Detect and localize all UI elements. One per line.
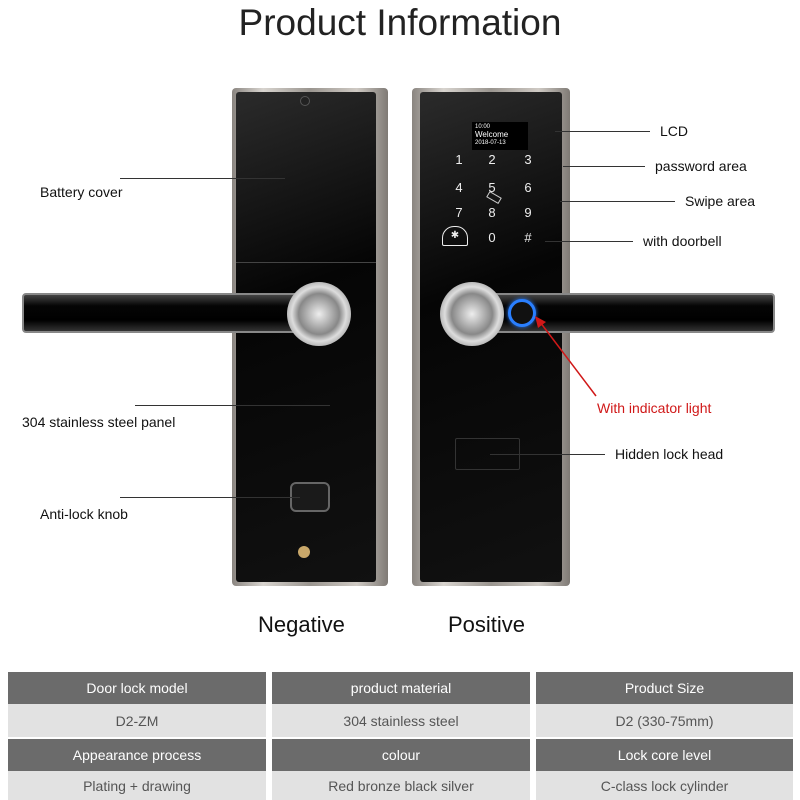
key-hash[interactable]: # xyxy=(524,230,532,245)
table-cell: D2-ZM xyxy=(8,704,266,737)
table-header: Appearance process xyxy=(8,739,266,771)
negative-handle xyxy=(22,293,327,333)
leader-line xyxy=(560,201,675,202)
label-swipe-area: Swipe area xyxy=(685,193,756,209)
key-0[interactable]: 0 xyxy=(488,230,496,245)
table-header: Lock core level xyxy=(536,739,793,771)
lcd-date: 2018-07-13 xyxy=(475,140,506,146)
negative-rosette xyxy=(287,282,351,346)
key-1[interactable]: 1 xyxy=(455,152,463,167)
key-6[interactable]: 6 xyxy=(524,180,532,195)
label-indicator-light: With indicator light xyxy=(597,400,712,416)
table-header: Door lock model xyxy=(8,672,266,704)
leader-line xyxy=(120,178,285,179)
table-cell: Red bronze black silver xyxy=(272,771,530,800)
key-2[interactable]: 2 xyxy=(488,152,496,167)
key-5[interactable]: 5 xyxy=(488,180,496,195)
key-4[interactable]: 4 xyxy=(455,180,463,195)
lcd-screen: 10:00 Welcome 2018-07-13 xyxy=(472,122,528,150)
leader-line xyxy=(120,497,300,498)
leader-line xyxy=(555,131,650,132)
leader-line xyxy=(135,405,330,406)
leader-line xyxy=(490,454,605,455)
label-lcd: LCD xyxy=(660,123,689,139)
label-password-area: password area xyxy=(655,158,747,174)
table-cell: D2 (330-75mm) xyxy=(536,704,793,737)
caption-negative: Negative xyxy=(258,612,345,637)
table-header: colour xyxy=(272,739,530,771)
fingerprint-sensor-icon[interactable] xyxy=(508,299,536,327)
positive-rosette xyxy=(440,282,504,346)
key-3[interactable]: 3 xyxy=(524,152,532,167)
camera-dot xyxy=(300,96,310,106)
caption-positive: Positive xyxy=(448,612,526,637)
table-header: product material xyxy=(272,672,530,704)
battery-cover-seam xyxy=(236,262,376,263)
label-hidden-lock-head: Hidden lock head xyxy=(615,446,724,462)
table-cell: 304 stainless steel xyxy=(272,704,530,737)
page-title: Product Information xyxy=(238,2,562,43)
label-panel: 304 stainless steel panel xyxy=(22,414,176,430)
label-doorbell: with doorbell xyxy=(643,233,722,249)
label-battery-cover: Battery cover xyxy=(40,184,123,200)
table-cell: Plating + drawing xyxy=(8,771,266,800)
key-9[interactable]: 9 xyxy=(524,205,532,220)
key-8[interactable]: 8 xyxy=(488,205,496,220)
keyhole xyxy=(298,546,310,558)
leader-line xyxy=(563,166,645,167)
leader-line xyxy=(545,241,633,242)
lcd-welcome: Welcome xyxy=(475,130,509,139)
lcd-time: 10:00 xyxy=(475,124,491,130)
table-cell: C-class lock cylinder xyxy=(536,771,793,800)
label-anti-lock-knob: Anti-lock knob xyxy=(40,506,128,522)
key-7[interactable]: 7 xyxy=(455,205,463,220)
doorbell-icon[interactable]: ✱ xyxy=(442,226,468,246)
table-header: Product Size xyxy=(536,672,793,704)
